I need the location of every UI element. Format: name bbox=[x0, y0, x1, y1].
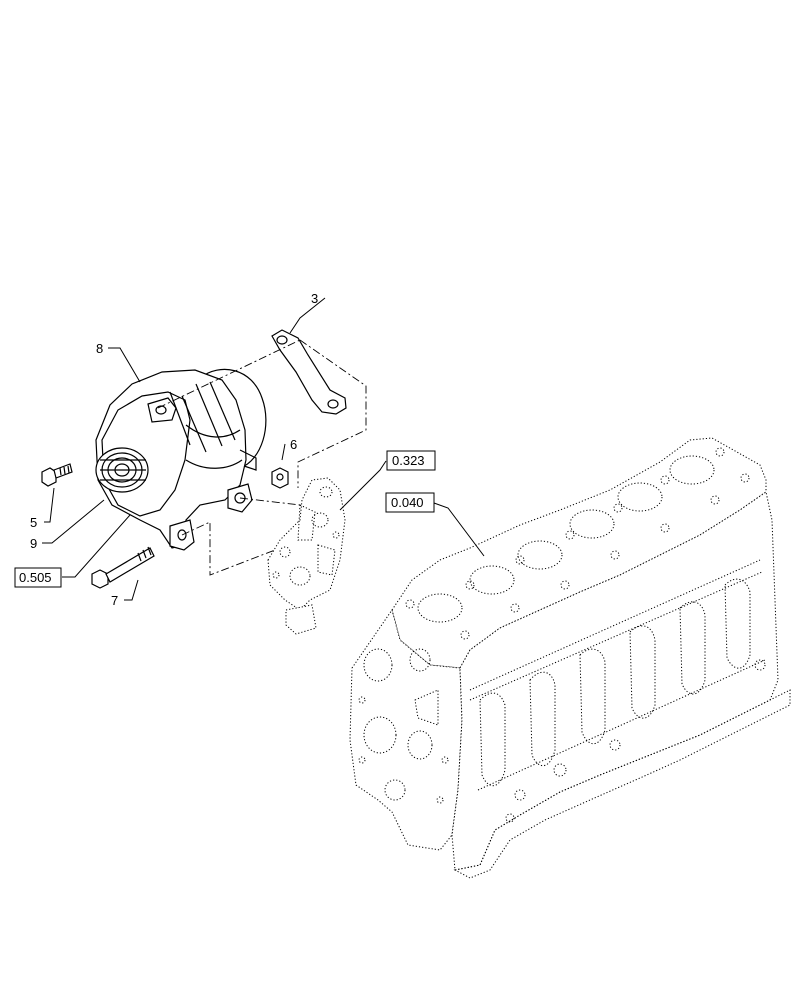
callout-5: 5 bbox=[30, 515, 37, 530]
callout-8: 8 bbox=[96, 341, 103, 356]
ref-0505[interactable]: 0.505 bbox=[14, 567, 62, 588]
ref-0040[interactable]: 0.040 bbox=[385, 492, 435, 513]
bolt-5 bbox=[41, 463, 73, 487]
alternator bbox=[95, 368, 267, 551]
callout-7: 7 bbox=[111, 593, 118, 608]
mounting-bracket bbox=[271, 329, 347, 415]
nut-6 bbox=[271, 467, 289, 489]
ref-0040-label: 0.040 bbox=[391, 495, 424, 510]
callout-3: 3 bbox=[311, 291, 318, 306]
callout-9: 9 bbox=[30, 536, 37, 551]
leader-lines bbox=[42, 297, 485, 601]
callout-6: 6 bbox=[290, 437, 297, 452]
alignment-lines bbox=[157, 339, 367, 576]
pump-housing bbox=[267, 477, 346, 635]
engine-block bbox=[349, 437, 791, 879]
ref-0323-label: 0.323 bbox=[392, 453, 425, 468]
ref-0505-label: 0.505 bbox=[19, 570, 52, 585]
bolt-7 bbox=[91, 546, 155, 589]
ref-0323[interactable]: 0.323 bbox=[386, 450, 436, 471]
